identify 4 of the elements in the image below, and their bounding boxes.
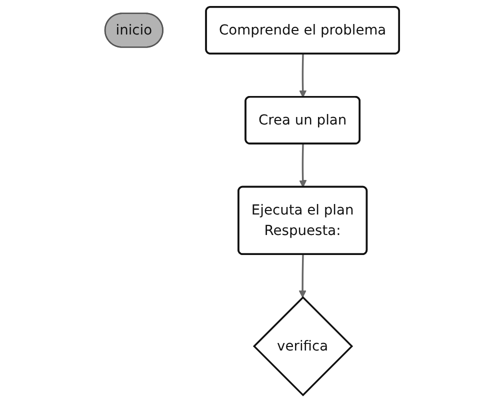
arrow <box>298 144 307 188</box>
node-diamond: verifica <box>252 296 353 396</box>
arrow <box>298 254 306 298</box>
arrow <box>298 54 307 98</box>
